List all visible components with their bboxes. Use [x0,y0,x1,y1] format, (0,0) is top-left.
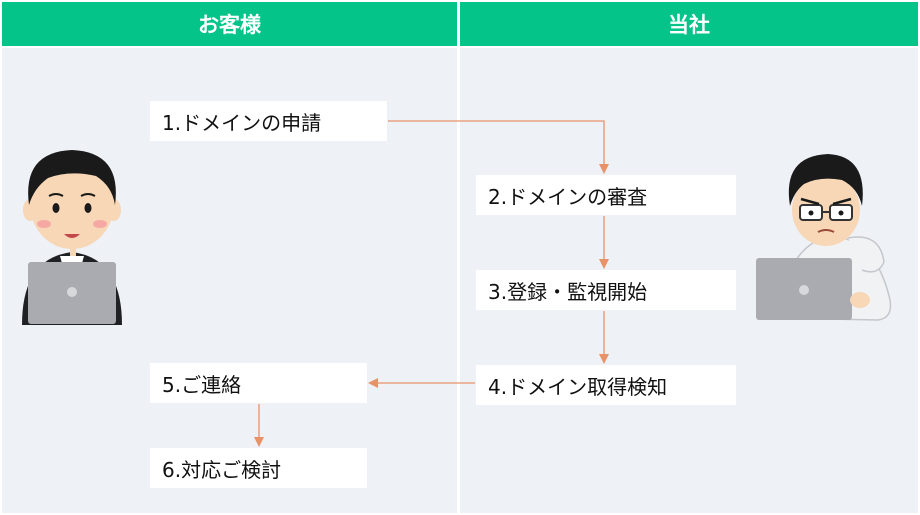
step-domain-review: 2.ドメインの審査 [476,175,736,215]
step-consider-response: 6.対応ご検討 [150,448,367,488]
step-domain-detection: 4.ドメイン取得検知 [476,365,736,405]
arrow-1-to-2 [388,120,609,174]
step-registration-monitoring: 3.登録・監視開始 [476,270,736,310]
step-domain-application: 1.ドメインの申請 [150,101,387,141]
engineer-laptop-icon [756,154,892,321]
customer-lane-header: お客様 [2,2,457,46]
company-lane-header: 当社 [460,2,918,46]
businessman-laptop-icon [22,150,122,325]
step-contact: 5.ご連絡 [150,363,367,403]
